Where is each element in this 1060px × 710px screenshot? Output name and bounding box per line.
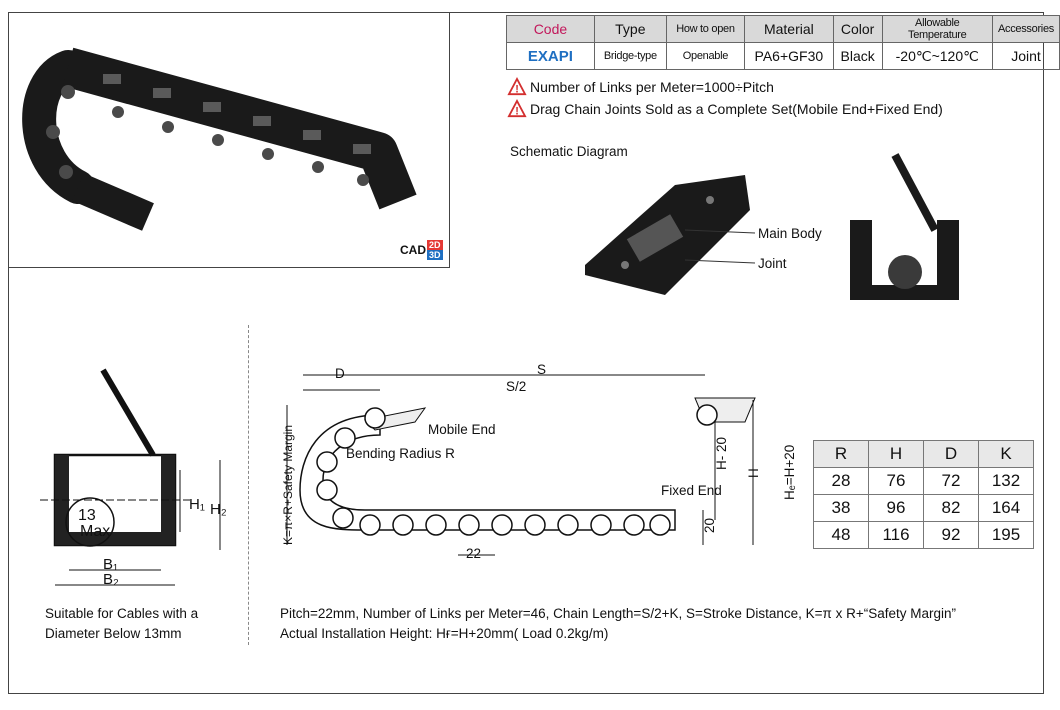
- spec-accessory: Joint: [991, 42, 1060, 70]
- label-fixed-end: Fixed End: [661, 483, 722, 498]
- spec-table: Code Type How to open Material Color All…: [506, 15, 1060, 70]
- dims-cell: 76: [868, 467, 924, 495]
- footer-line-1: Pitch=22mm, Number of Links per Meter=46…: [280, 606, 957, 621]
- dim-h2: H₂: [210, 501, 227, 518]
- dim-s: S: [537, 362, 547, 377]
- dims-header: D: [923, 440, 979, 468]
- note-joints-text: Drag Chain Joints Sold as a Complete Set…: [530, 101, 943, 117]
- dims-cell: 28: [813, 467, 869, 495]
- spec-header-accessories: Accessories: [991, 15, 1060, 43]
- dims-header: R: [813, 440, 869, 468]
- dim-h1: H₁: [189, 496, 205, 513]
- table-row: 48 116 92 195: [813, 521, 1034, 549]
- cad-label: CAD: [400, 243, 426, 257]
- note-links-text: Number of Links per Meter=1000÷Pitch: [530, 79, 774, 95]
- spec-open: Openable: [665, 42, 746, 70]
- dims-cell: 38: [813, 494, 869, 522]
- side-view-drawing: [286, 374, 756, 556]
- dim-pitch: 22: [466, 546, 482, 561]
- label-bending-radius: Bending Radius R: [346, 446, 455, 461]
- schematic-link-drawing: [585, 175, 756, 295]
- dims-cell: 72: [923, 467, 979, 495]
- spec-color: Black: [832, 42, 883, 70]
- dim-b1: B₁: [103, 556, 119, 573]
- spec-header-code: Code: [506, 15, 595, 43]
- cable-caption-2: Diameter Below 13mm: [45, 626, 182, 641]
- dims-cell: 195: [978, 521, 1034, 549]
- spec-header-type: Type: [593, 15, 667, 43]
- note-links: ! Number of Links per Meter=1000÷Pitch: [507, 76, 774, 96]
- dim-b2: B₂: [103, 571, 119, 588]
- dims-cell: 132: [978, 467, 1034, 495]
- table-row: 38 96 82 164: [813, 494, 1034, 522]
- spec-code: EXAPI: [506, 42, 595, 70]
- dims-cell: 116: [868, 521, 924, 549]
- dimension-table: R H D K 28 76 72 132 38 96 82 164 48 116…: [813, 440, 1034, 549]
- cable-caption-1: Suitable for Cables with a: [45, 606, 199, 621]
- table-row: 28 76 72 132: [813, 467, 1034, 495]
- dim-d: D: [335, 366, 345, 381]
- spec-header-material: Material: [744, 15, 834, 43]
- product-photo-box: [8, 12, 450, 268]
- spec-header-open: How to open: [665, 15, 746, 43]
- drag-chain-photo: [22, 47, 417, 231]
- dim-twenty: 20: [702, 517, 717, 533]
- dim-k: K=π×R+Safety Margin: [281, 424, 295, 545]
- schematic-title: Schematic Diagram: [510, 144, 628, 159]
- spec-header-temp: Allowable Temperature: [881, 15, 993, 43]
- cad-3d: 3D: [427, 250, 443, 260]
- cross-section-drawing: [40, 368, 221, 586]
- dim-h: H: [746, 468, 761, 478]
- divider: [248, 325, 249, 645]
- cable-max-number: 13: [78, 507, 96, 524]
- dim-h-minus-20: H- 20: [714, 436, 729, 470]
- dims-cell: 82: [923, 494, 979, 522]
- svg-text:!: !: [515, 83, 519, 95]
- spec-temp: -20℃~120℃: [881, 42, 993, 70]
- dims-cell: 96: [868, 494, 924, 522]
- footer-line-2: Actual Installation Height: Hғ=H+20mm( L…: [280, 626, 609, 641]
- spec-type: Bridge-type: [593, 42, 667, 70]
- dims-header: K: [978, 440, 1034, 468]
- spec-material: PA6+GF30: [744, 42, 834, 70]
- dims-cell: 48: [813, 521, 869, 549]
- label-mobile-end: Mobile End: [428, 422, 496, 437]
- warning-icon: !: [507, 98, 527, 117]
- svg-text:!: !: [515, 105, 519, 117]
- cable-max-label: Max: [80, 523, 111, 540]
- dim-s-half: S/2: [506, 379, 527, 394]
- dim-hf: Hₑ=H+20: [782, 444, 797, 500]
- dims-cell: 164: [978, 494, 1034, 522]
- warning-icon: !: [507, 76, 527, 95]
- outer-frame: [8, 12, 1044, 694]
- cad-2d: 2D: [427, 240, 443, 250]
- label-main-body: Main Body: [758, 226, 822, 241]
- note-joints: ! Drag Chain Joints Sold as a Complete S…: [507, 98, 943, 118]
- dims-cell: 92: [923, 521, 979, 549]
- label-joint: Joint: [758, 256, 787, 271]
- open-link-front-view: [850, 153, 959, 300]
- spec-header-color: Color: [832, 15, 883, 43]
- dims-header: H: [868, 440, 924, 468]
